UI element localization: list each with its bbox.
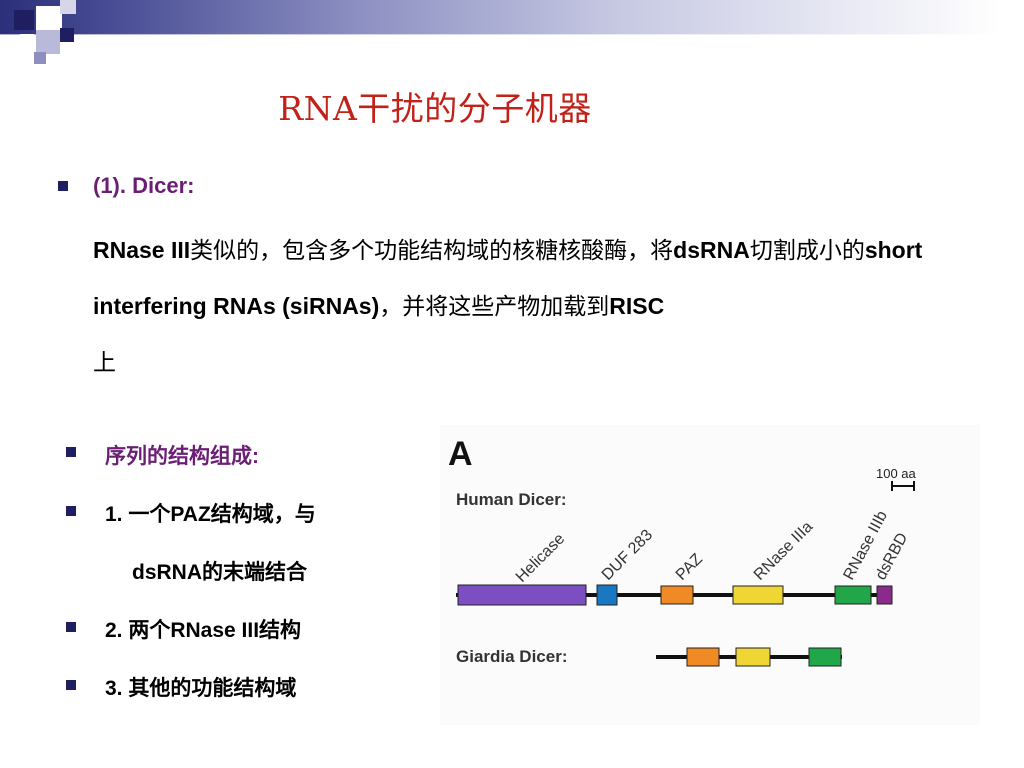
text-segment: 上 bbox=[93, 349, 116, 375]
decor-square bbox=[36, 30, 60, 54]
giardia-dicer-label: Giardia Dicer: bbox=[456, 647, 568, 666]
text-segment: 切割成小的 bbox=[749, 237, 865, 263]
bullet-item: 2. 两个RNase III结构 bbox=[105, 619, 302, 642]
domain-duf283 bbox=[596, 584, 618, 606]
domain-helicase bbox=[457, 584, 587, 606]
bullet-marker bbox=[66, 506, 76, 516]
text-segment: 类似的，包含多个功能结构域的核糖核酸酶，将 bbox=[190, 237, 674, 263]
bullet-marker bbox=[66, 447, 76, 457]
domain-paz bbox=[660, 585, 694, 605]
scale-bar bbox=[891, 481, 915, 491]
text-segment: ，并将这些产物加载到 bbox=[379, 293, 610, 319]
panel-label: A bbox=[448, 435, 473, 473]
slide-title: RNA干扰的分子机器 bbox=[278, 89, 592, 128]
bullet-item-continuation: dsRNA的末端结合 bbox=[132, 561, 308, 584]
domain-dsrbd bbox=[876, 585, 893, 605]
decor-square bbox=[60, 28, 74, 42]
giardia-domain-rnase-iiib bbox=[808, 647, 842, 667]
decor-square bbox=[14, 10, 34, 30]
header-gradient-band bbox=[0, 0, 1024, 35]
decor-square bbox=[20, 34, 34, 48]
bullet-item: 序列的结构组成: bbox=[105, 445, 259, 468]
bullet-marker bbox=[66, 680, 76, 690]
figure-background bbox=[440, 425, 980, 725]
decor-square bbox=[36, 6, 62, 32]
text-dsrna: dsRNA bbox=[673, 237, 750, 263]
dicer-heading: (1). Dicer: bbox=[93, 173, 195, 198]
human-dicer-label: Human Dicer: bbox=[456, 490, 567, 509]
text-sirnas: short interfering RNAs (siRNAs) bbox=[93, 237, 923, 319]
dicer-description: RNase III类似的，包含多个功能结构域的核糖核酸酶，将dsRNA切割成小的… bbox=[93, 222, 973, 390]
bullet-item: 1. 一个PAZ结构域，与 bbox=[105, 503, 316, 526]
domain-rnase-iiib bbox=[834, 585, 872, 605]
bullet-item: 3. 其他的功能结构域 bbox=[105, 677, 297, 700]
decor-square bbox=[34, 52, 46, 64]
text-risc: RISC bbox=[609, 293, 665, 319]
decor-square bbox=[60, 0, 76, 14]
bullet-marker bbox=[58, 181, 68, 191]
giardia-domain-rnase-iiia bbox=[735, 647, 771, 667]
text-rnase-iii: RNase III bbox=[93, 237, 191, 263]
dicer-domain-figure: A 100 aa Human Dicer: Helicase DUF 283 P… bbox=[440, 425, 980, 725]
giardia-domain-paz bbox=[686, 647, 720, 667]
scale-label: 100 aa bbox=[876, 466, 917, 481]
domain-rnase-iiia bbox=[732, 585, 784, 605]
bullet-marker bbox=[66, 622, 76, 632]
